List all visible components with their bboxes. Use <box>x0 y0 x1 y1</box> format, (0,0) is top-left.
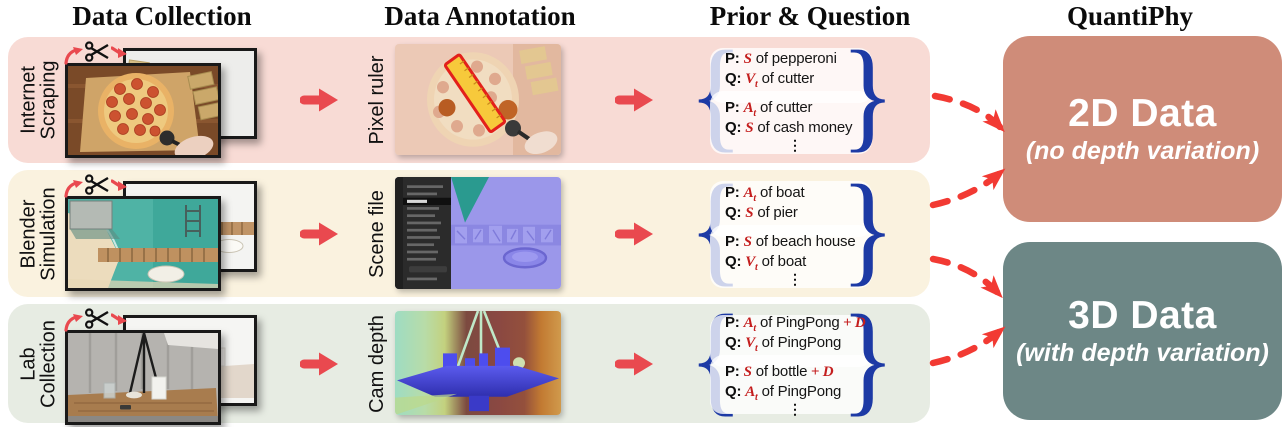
column-header-quantiphy: QuantiPhy <box>1066 1 1194 31</box>
right-brace: } <box>840 289 896 427</box>
right-arrow-icon <box>615 352 653 375</box>
annotation-method-label: Cam depth <box>365 314 388 413</box>
scissors-icon <box>85 308 109 329</box>
dashed-arrow-row2-to-3d <box>929 255 1003 299</box>
annotation-method-label: Scene file <box>365 189 388 278</box>
output-title: 2D Data <box>1068 92 1217 135</box>
question-card <box>710 224 872 288</box>
right-arrow-icon <box>300 222 338 245</box>
dashed-arrow-row1-to-2d <box>931 92 1005 133</box>
right-arrow-icon <box>615 222 653 245</box>
column-header-data-collection: Data Collection <box>72 1 252 31</box>
right-arrow-icon <box>300 88 338 112</box>
curved-arrow-icon <box>64 314 83 332</box>
curved-arrow-icon <box>64 47 83 65</box>
column-header-data-annotation: Data Annotation <box>384 1 576 31</box>
question-card <box>710 91 872 154</box>
question-card <box>710 354 872 414</box>
right-brace: } <box>840 159 896 297</box>
output-box-2d-data: 2D Data (no depth variation) <box>1003 36 1282 222</box>
dashed-arrow-row3-to-3d <box>929 326 1006 367</box>
output-subtitle: (with depth variation) <box>1016 339 1269 367</box>
dashed-arrow-row2-to-2d <box>929 168 1006 209</box>
crop-annotation <box>64 174 142 202</box>
output-box-3d-data: 3D Data (with depth variation) <box>1003 242 1282 420</box>
prior-question-group: { P: At of PingPong + DQ: Vt of PingPong… <box>678 296 908 423</box>
scissors-icon <box>85 174 109 195</box>
right-arrow-icon <box>615 88 653 112</box>
annotation-image-scene-file <box>395 177 561 289</box>
column-header-prior-question: Prior & Question <box>709 1 911 31</box>
source-photo-beach <box>65 196 221 291</box>
right-arrow-icon <box>300 352 338 375</box>
source-photo-pizza <box>65 63 221 158</box>
curved-arrow-icon <box>64 180 83 198</box>
crop-annotation <box>64 308 142 336</box>
small-arrow-icon <box>111 179 127 191</box>
annotation-image-pixel-ruler <box>395 44 561 155</box>
source-photo-lab <box>65 330 221 425</box>
output-title: 3D Data <box>1068 294 1217 337</box>
crop-annotation <box>64 41 142 69</box>
output-subtitle: (no depth variation) <box>1025 137 1260 165</box>
annotation-method-label: Pixel ruler <box>365 55 388 145</box>
annotation-image-cam-depth <box>395 311 561 415</box>
small-arrow-icon <box>111 313 127 325</box>
right-brace: } <box>840 26 896 164</box>
small-arrow-icon <box>111 46 127 58</box>
scissors-icon <box>85 41 109 62</box>
